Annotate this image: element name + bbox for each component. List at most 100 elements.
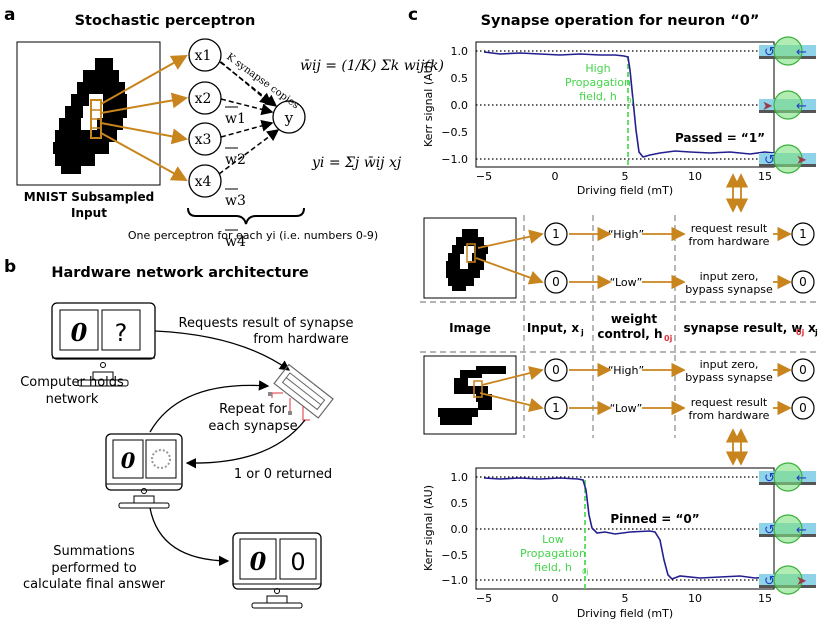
svg-text:0: 0 (552, 592, 559, 605)
mnist-label-1: MNIST Subsampled (24, 190, 154, 204)
perceptron-brace (187, 207, 305, 225)
arrow-left-icon: ← (796, 523, 807, 538)
row3-input: 0 (552, 363, 560, 377)
arrow-left-icon: ← (796, 99, 807, 114)
kerr-trace (483, 477, 775, 580)
table-headers: Image Input, x j weight control, h 0j sy… (449, 312, 818, 343)
header-input: Input, x (527, 321, 580, 335)
brace-caption: One perceptron for each yi (i.e. numbers… (128, 229, 378, 242)
annotation-line3: field, h (579, 90, 617, 103)
svg-text:↺: ↺ (764, 45, 775, 60)
annotation-sub: 0j (582, 568, 588, 576)
computer-holds-2: network (46, 392, 99, 407)
plot-gridlines (476, 476, 774, 581)
domain-wall-strips-top: ← ↺ ← ➤ ➤ ↺ (759, 36, 816, 174)
loading-icon (151, 449, 171, 469)
svg-text:↺: ↺ (764, 153, 775, 168)
svg-text:−0.5: −0.5 (441, 549, 468, 562)
annotation-line2: Propagation (520, 547, 586, 560)
svg-text:0.5: 0.5 (451, 497, 469, 510)
row2-control: “Low” (610, 276, 643, 289)
w2-label: w2 (225, 152, 246, 168)
domain-wall-strips-bottom: ← ↺ ← ↺ ➤ ↺ (759, 462, 816, 595)
equation-weight-average: w̄ij = (1/K) Σk wij(k) (300, 58, 444, 74)
svg-text:10: 10 (688, 170, 702, 183)
y-tick-labels: 1.0 0.5 0.0 −0.5 −1.0 (441, 45, 468, 166)
computer-final-answer: 0 0 (232, 532, 322, 609)
mnist-label-2: Input (71, 206, 107, 220)
svg-text:−5: −5 (476, 170, 492, 183)
annotation-line2: Propagation (565, 76, 631, 89)
row4-result: 0 (799, 401, 807, 415)
svg-text:0: 0 (552, 170, 559, 183)
w3-label: w3 (225, 193, 246, 209)
svg-text:↺: ↺ (764, 523, 775, 538)
y-axis-label: Kerr signal (AU) (422, 485, 435, 571)
summation-label-1: Summations (53, 544, 135, 559)
hardware-device (273, 363, 334, 419)
svg-text:0.5: 0.5 (451, 72, 469, 85)
screen-digit: 0 (71, 318, 88, 347)
x-axis-label: Driving field (mT) (577, 607, 673, 620)
svg-text:15: 15 (758, 592, 772, 605)
panel-a-title: Stochastic perceptron (75, 13, 256, 29)
row2-input: 0 (552, 275, 560, 289)
arrow-right-icon: ➤ (796, 153, 807, 168)
x-tick-labels: −5 0 5 10 15 (476, 592, 772, 605)
panel-c: c Synapse operation for neuron “0” 1.0 0… (408, 5, 820, 620)
svg-text:−1.0: −1.0 (441, 153, 468, 166)
summation-label-2: performed to (51, 561, 136, 576)
row3-action-1: input zero, (700, 358, 759, 371)
synapse-copies-label: K synapse copies (224, 52, 301, 112)
y-tick-labels: 1.0 0.5 0.0 −0.5 −1.0 (441, 471, 468, 587)
annotation-line1: High (585, 62, 610, 75)
svg-text:↺: ↺ (764, 471, 775, 486)
kerr-trace (483, 51, 775, 158)
summation-arrow (149, 507, 230, 567)
screen-digit: 0 (121, 448, 136, 473)
repeat-loop-arrow (149, 380, 270, 433)
row4-control: “Low” (610, 402, 643, 415)
row3-result: 0 (799, 363, 807, 377)
row1-result: 1 (799, 227, 807, 241)
table-grid (420, 215, 820, 438)
row1-action-2: from hardware (689, 235, 770, 248)
arrow-left-icon: ← (796, 471, 807, 486)
svg-text:−1.0: −1.0 (441, 574, 468, 587)
node-x2 (188, 81, 222, 115)
row2-action-1: input zero, (700, 270, 759, 283)
return-arrow (185, 419, 306, 469)
svg-text:↺: ↺ (764, 574, 775, 589)
svg-text:0j: 0j (796, 328, 805, 337)
node-x3-label: x3 (195, 132, 212, 148)
node-y (272, 100, 306, 134)
node-x2-label: x2 (195, 91, 212, 107)
svg-text:1.0: 1.0 (451, 471, 469, 484)
returned-label: 1 or 0 returned (234, 467, 332, 482)
panel-c-letter: c (408, 5, 418, 25)
w4-label: w4 (225, 234, 246, 250)
row3-action-2: bypass synapse (685, 371, 773, 384)
weight-labels: w1 w2 w3 w4 (225, 106, 246, 250)
repeat-label-1: Repeat for (219, 402, 287, 417)
screen-digit: 0 (250, 547, 267, 576)
svg-text:x: x (808, 321, 816, 335)
svg-text:−5: −5 (476, 592, 492, 605)
svg-text:j: j (814, 328, 818, 337)
panel-b-letter: b (4, 257, 16, 277)
header-image: Image (449, 321, 491, 335)
panel-c-title: Synapse operation for neuron “0” (481, 13, 760, 29)
passed-label: Passed = “1” (675, 131, 765, 145)
computer-holds-1: Computer holds (20, 375, 124, 390)
requests-label-2: from hardware (253, 332, 349, 347)
svg-text:10: 10 (688, 592, 702, 605)
request-arrow (154, 330, 291, 371)
svg-text:5: 5 (622, 592, 629, 605)
svg-text:0.0: 0.0 (451, 523, 469, 536)
node-x1 (188, 38, 222, 72)
screen-question: ? (115, 319, 128, 347)
panel-b: b Hardware network architecture 0 ? Comp… (4, 257, 353, 609)
header-control: control, h (597, 327, 662, 341)
row1-control: “High” (608, 228, 644, 241)
